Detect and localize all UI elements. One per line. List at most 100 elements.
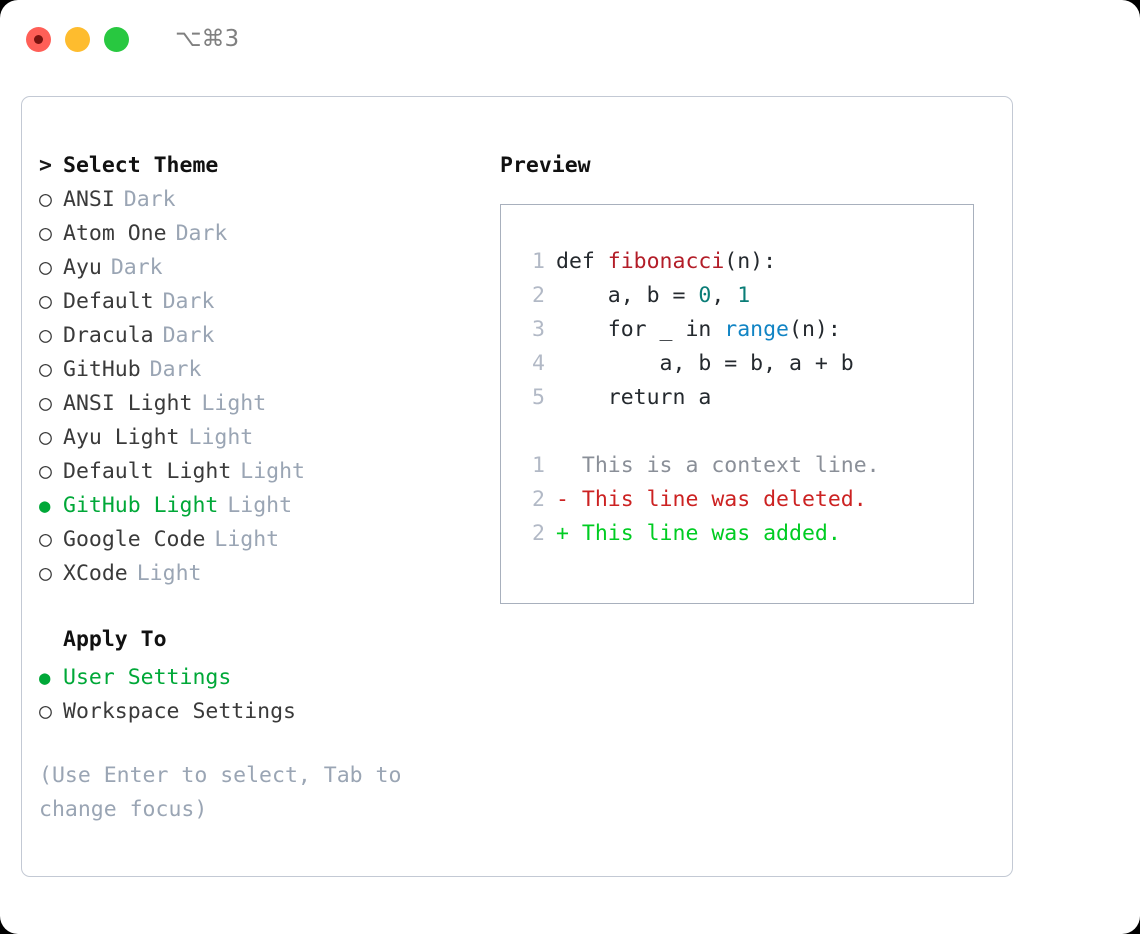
theme-kind-label: Dark [162, 289, 215, 314]
radio-unselected-icon[interactable]: ○ [39, 699, 52, 724]
theme-kind-label: Dark [123, 187, 176, 212]
radio-unselected-icon[interactable]: ○ [39, 425, 52, 450]
code-line: 2 a, b = 0, 1 [519, 283, 973, 317]
window-controls [26, 26, 129, 52]
close-dot-icon [34, 34, 43, 44]
maximize-button-icon[interactable] [104, 26, 129, 52]
radio-unselected-icon[interactable]: ○ [39, 391, 52, 416]
diff-sign: + [556, 521, 569, 546]
theme-name: Atom One [63, 221, 167, 246]
radio-selected-icon[interactable]: ● [39, 495, 51, 517]
code-token: def [556, 249, 608, 274]
theme-list-item[interactable]: ○ XCode Light [39, 557, 489, 591]
theme-list-item[interactable]: ○ ANSI Light Light [39, 387, 489, 421]
code-token: fibonacci [607, 249, 725, 274]
radio-unselected-icon[interactable]: ○ [39, 357, 52, 382]
radio-unselected-icon[interactable]: ○ [39, 459, 52, 484]
apply-to-item[interactable]: ○ Workspace Settings [39, 695, 489, 729]
diff-sample: 1 This is a context line.2- This line wa… [519, 453, 973, 555]
section-spacer [39, 591, 489, 627]
apply-to-label: User Settings [63, 665, 232, 690]
caret-icon: > [39, 153, 52, 178]
apply-to-list: ● User Settings ○ Workspace Settings [39, 661, 489, 729]
radio-unselected-icon[interactable]: ○ [39, 323, 52, 348]
radio-selected-icon[interactable]: ● [39, 667, 51, 689]
radio-unselected-icon[interactable]: ○ [39, 289, 52, 314]
theme-name: Ayu Light [63, 425, 180, 450]
line-number: 1 [532, 453, 545, 478]
radio-unselected-icon[interactable]: ○ [39, 221, 52, 246]
apply-to-item[interactable]: ● User Settings [39, 661, 489, 695]
theme-list-item[interactable]: ○ Atom One Dark [39, 217, 489, 251]
radio-unselected-icon[interactable]: ○ [39, 255, 52, 280]
theme-name: ANSI [63, 187, 115, 212]
theme-name: Google Code [63, 527, 206, 552]
theme-name: Dracula [63, 323, 154, 348]
theme-kind-label: Dark [149, 357, 202, 382]
select-theme-header: > Select Theme [39, 149, 489, 183]
line-number: 2 [532, 283, 545, 308]
apply-to-header: Apply To [39, 627, 489, 661]
code-token: a, b = b, a + b [556, 351, 854, 376]
apply-to-title: Apply To [63, 627, 167, 652]
code-token: return a [556, 385, 712, 410]
theme-kind-label: Dark [175, 221, 228, 246]
keyboard-hint-text: (Use Enter to select, Tab to change focu… [39, 763, 402, 822]
theme-list-item[interactable]: ○ Default Dark [39, 285, 489, 319]
line-number: 3 [532, 317, 545, 342]
theme-kind-label: Light [188, 425, 254, 450]
select-theme-title: Select Theme [63, 153, 219, 178]
theme-kind-label: Light [136, 561, 202, 586]
theme-kind-label: Light [201, 391, 267, 416]
radio-unselected-icon[interactable]: ○ [39, 561, 52, 586]
theme-name: GitHub Light [63, 493, 219, 518]
theme-kind-label: Dark [110, 255, 163, 280]
code-token: 1 [737, 283, 751, 308]
diff-line: 2- This line was deleted. [519, 487, 973, 521]
diff-line: 1 This is a context line. [519, 453, 973, 487]
theme-list-item[interactable]: ○ Ayu Dark [39, 251, 489, 285]
keyboard-shortcut-label: ⌥⌘3 [175, 26, 240, 52]
code-token: a, b = [556, 283, 699, 308]
close-button-icon[interactable] [26, 26, 51, 52]
line-number: 4 [532, 351, 545, 376]
apply-to-label: Workspace Settings [63, 699, 296, 724]
radio-unselected-icon[interactable]: ○ [39, 527, 52, 552]
theme-name: Ayu [63, 255, 102, 280]
diff-text: This line was deleted. [568, 487, 867, 512]
theme-kind-label: Light [227, 493, 293, 518]
diff-text: This is a context line. [568, 453, 880, 478]
line-number: 2 [532, 521, 545, 546]
diff-sign: - [556, 487, 569, 512]
code-token: (n): [789, 317, 841, 342]
theme-name: ANSI Light [63, 391, 193, 416]
theme-name: Default [63, 289, 154, 314]
theme-list-item[interactable]: ○ Ayu Light Light [39, 421, 489, 455]
window-titlebar: ⌥⌘3 [0, 0, 1140, 78]
code-diff-spacer [519, 419, 973, 453]
line-number: 2 [532, 487, 545, 512]
code-token: 0 [698, 283, 712, 308]
theme-name: XCode [63, 561, 128, 586]
line-number: 5 [532, 385, 545, 410]
minimize-button-icon[interactable] [65, 26, 90, 52]
theme-list-item[interactable]: ○ ANSI Dark [39, 183, 489, 217]
radio-unselected-icon[interactable]: ○ [39, 187, 52, 212]
code-token: range [724, 317, 790, 342]
code-line: 5 return a [519, 385, 973, 419]
line-number: 1 [532, 249, 545, 274]
theme-list-item[interactable]: ● GitHub Light Light [39, 489, 489, 523]
diff-text: This line was added. [568, 521, 841, 546]
